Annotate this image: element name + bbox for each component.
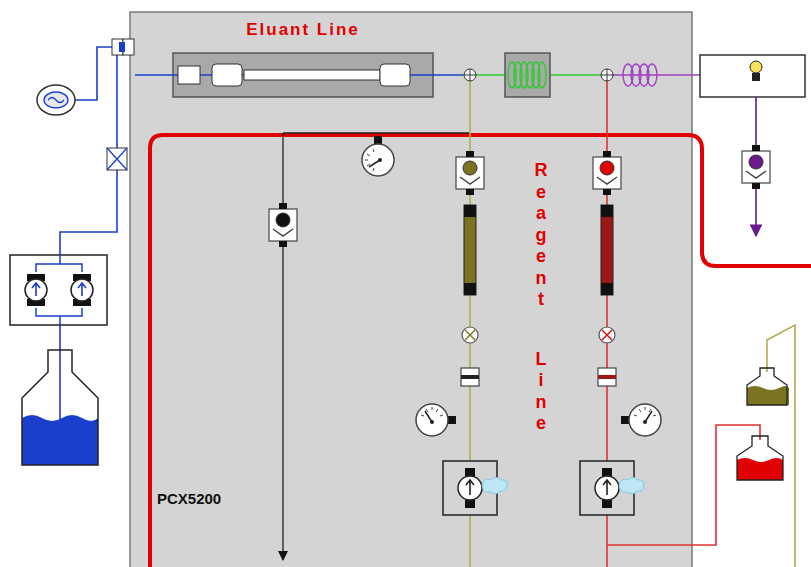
- reagent-tube: [601, 205, 613, 295]
- drain-tubing: [282, 133, 283, 560]
- check-valve: [269, 203, 297, 247]
- mixing-tee: [464, 69, 476, 81]
- eluant-bottle: [22, 350, 98, 465]
- restrictor-symbol: [107, 148, 127, 170]
- pressure-monitor: [37, 85, 75, 115]
- waste-check-valve: [742, 145, 770, 189]
- shutoff-valve: [599, 327, 615, 343]
- bulkhead-fitting: [112, 39, 134, 55]
- inline-filter: [461, 368, 479, 386]
- pressure-gauge: [362, 136, 394, 176]
- check-valve: [593, 151, 621, 195]
- column-box: Eluant Line: [173, 53, 433, 97]
- reactor-housing: [505, 53, 550, 97]
- reagent-region-boundary: [150, 135, 811, 567]
- check-valve: [456, 151, 484, 195]
- pressure-gauge: [621, 404, 661, 436]
- shutoff-valve: [462, 327, 478, 343]
- column-housing: [173, 53, 433, 97]
- reagent-pump: [580, 461, 644, 515]
- instrument-panel: [130, 12, 692, 567]
- eluant-tubing: [60, 47, 463, 425]
- instrument-panel: PCX5200 Eluant Line: [130, 12, 692, 567]
- eluant-pump: [10, 255, 107, 325]
- reagent-feed: [607, 425, 760, 545]
- reagent-feed: [767, 325, 795, 567]
- pressure-tubing: [283, 132, 470, 133]
- pressure-gauge: [416, 404, 456, 436]
- column-parts: [178, 64, 410, 86]
- post-reactor-tubing: [607, 74, 700, 76]
- inline-filter: [598, 368, 616, 386]
- reagent-bottle: [737, 436, 783, 480]
- line-heading: Eluant Line: [173, 20, 433, 40]
- reagent-bottle: [747, 368, 789, 405]
- delay-coil: [623, 64, 657, 86]
- reactor-coil: [508, 62, 546, 88]
- model-name: PCX5200: [157, 490, 221, 507]
- reagent-tube: [464, 205, 476, 295]
- region-label: Reagent Line: [532, 160, 550, 435]
- mixing-tee: [601, 69, 613, 81]
- reagent-pump: [443, 461, 507, 515]
- detector: [700, 55, 805, 97]
